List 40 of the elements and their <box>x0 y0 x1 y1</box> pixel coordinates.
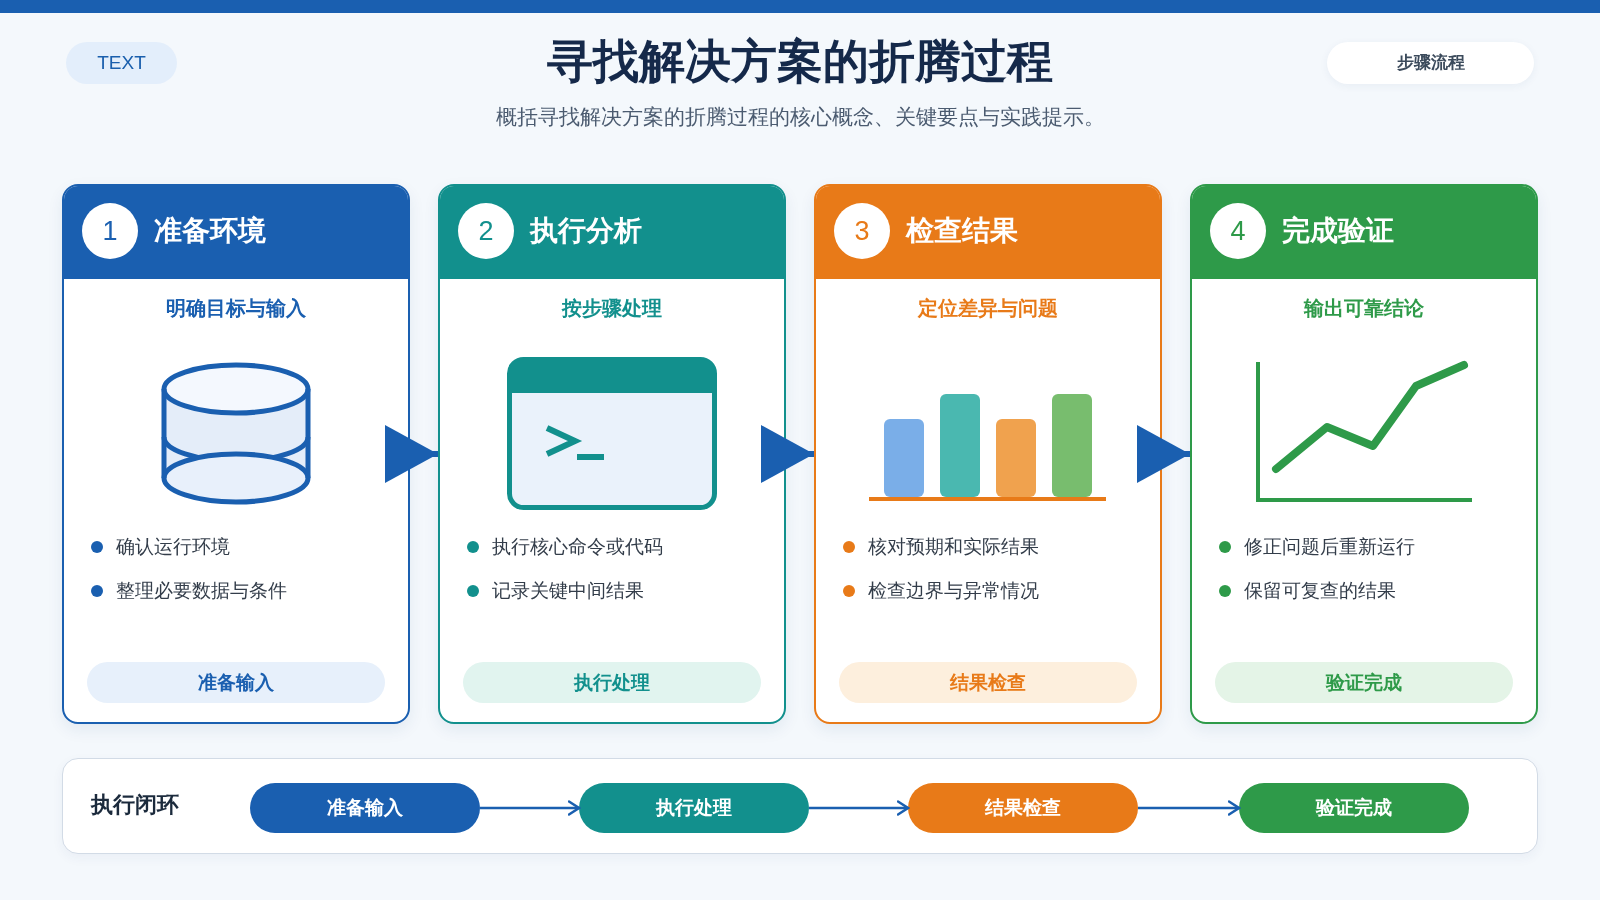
card-subheading: 按步骤处理 <box>562 296 662 321</box>
tag-pill: 步骤流程 <box>1327 42 1534 84</box>
card-heading: 完成验证 <box>1282 214 1394 248</box>
bullet-text: 保留可复查的结果 <box>1244 579 1396 603</box>
step-pill: 结果检查 <box>839 662 1137 703</box>
bullet-text: 修正问题后重新运行 <box>1244 535 1415 559</box>
chevron-arrow <box>1137 425 1190 483</box>
arrow <box>1138 800 1241 816</box>
step-card <box>814 184 1162 724</box>
card-subheading: 定位差异与问题 <box>918 296 1058 321</box>
title: 寻找解决方案的折腾过程 <box>547 34 1053 89</box>
subtitle: 概括寻找解决方案的折腾过程的核心概念、关键要点与实践提示。 <box>495 104 1105 130</box>
card-subheading: 明确目标与输入 <box>166 296 306 321</box>
card-heading: 执行分析 <box>530 214 642 248</box>
step-pill: 准备输入 <box>87 662 385 703</box>
chevron-arrow <box>385 425 438 483</box>
bullet-text: 记录关键中间结果 <box>492 579 644 603</box>
step-pill: 准备输入 <box>250 783 480 833</box>
flow-panel <box>62 758 1538 854</box>
panel-heading: 执行闭环 <box>91 791 179 819</box>
step-pill: 结果检查 <box>908 783 1138 833</box>
card-heading: 检查结果 <box>906 214 1018 248</box>
bullet-text: 检查边界与异常情况 <box>868 579 1039 603</box>
bullet-text: 确认运行环境 <box>116 535 230 559</box>
step-card <box>62 184 410 724</box>
card-subheading: 输出可靠结论 <box>1304 296 1424 321</box>
step-pill: 验证完成 <box>1215 662 1513 703</box>
arrow <box>809 800 910 816</box>
step-pill: 验证完成 <box>1239 783 1469 833</box>
bullet-text: 整理必要数据与条件 <box>116 579 287 603</box>
tag-pill: TEXT <box>66 42 177 84</box>
bullet-text: 核对预期和实际结果 <box>868 535 1039 559</box>
card-heading: 准备环境 <box>154 214 266 248</box>
chevron-arrow <box>761 425 814 483</box>
step-card <box>1190 184 1538 724</box>
bullet-text: 执行核心命令或代码 <box>492 535 663 559</box>
arrow <box>480 800 581 816</box>
step-pill: 执行处理 <box>463 662 761 703</box>
step-pill: 执行处理 <box>579 783 809 833</box>
step-card <box>438 184 786 724</box>
